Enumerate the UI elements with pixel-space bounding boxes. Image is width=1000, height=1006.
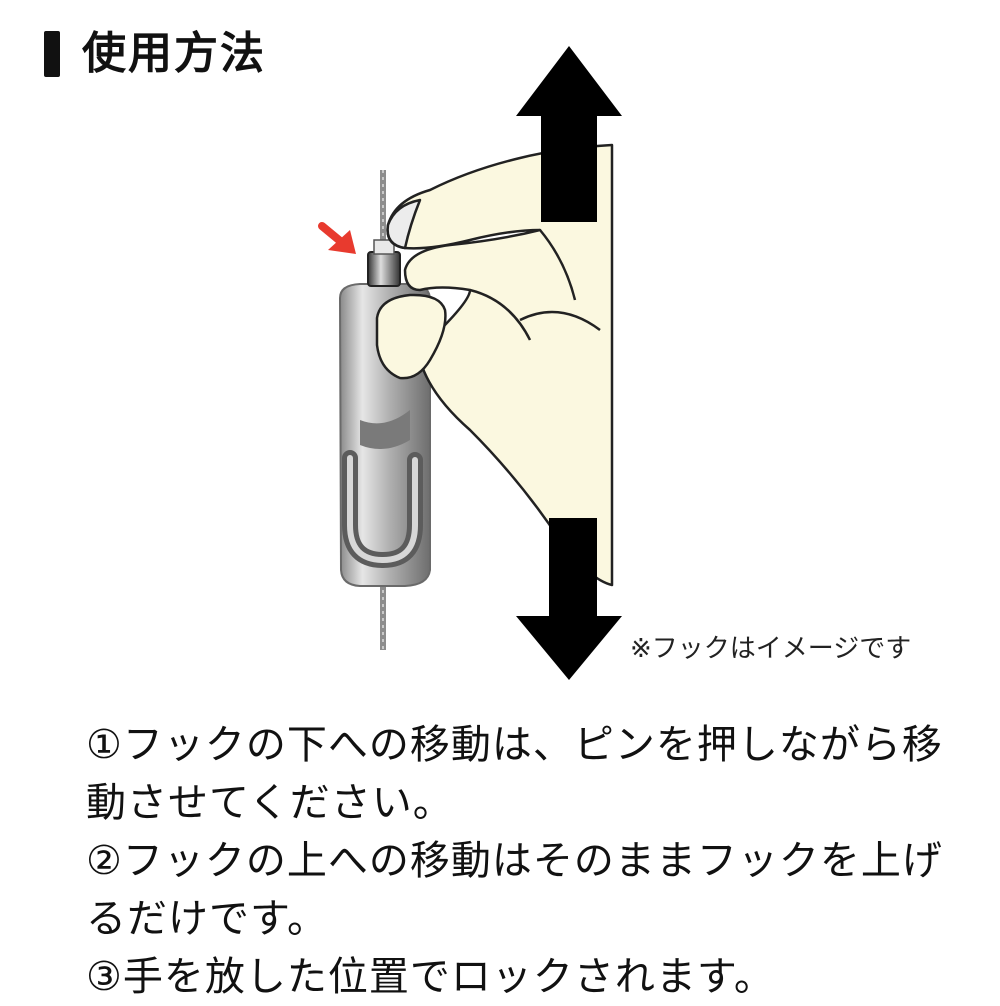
- page-title: 使用方法: [44, 24, 266, 84]
- instruction-line: ③手を放した位置でロックされます。: [86, 954, 775, 1000]
- instructions: ①フックの下への移動は、ピンを押しながら移 動させてください。 ②フックの上への…: [86, 716, 976, 1006]
- pin-cap: [367, 239, 401, 287]
- instruction-line: ②フックの上への移動はそのままフックを上げ: [86, 838, 943, 884]
- title-text: 使用方法: [82, 28, 266, 79]
- instruction-line: 動させてください。: [86, 780, 454, 826]
- instruction-line: ①フックの下への移動は、ピンを押しながら移: [86, 722, 943, 768]
- hook-usage-illustration: [318, 46, 622, 680]
- title-bar-mark: [44, 31, 60, 77]
- up-arrow-icon: [516, 46, 622, 222]
- down-arrow-icon: [516, 518, 622, 680]
- instruction-line: るだけです。: [86, 896, 328, 942]
- hand: [375, 143, 614, 587]
- red-pointer-arrow-icon: [318, 222, 356, 254]
- image-caption: ※フックはイメージです: [630, 634, 912, 664]
